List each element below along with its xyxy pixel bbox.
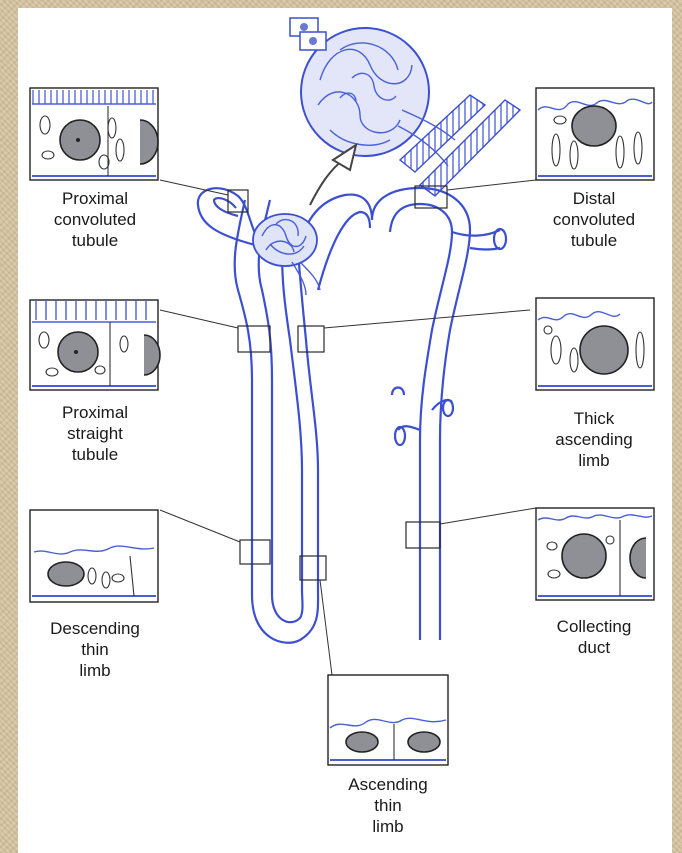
cell-panel-distal-convoluted [536,88,654,180]
label-thick-ascending-limb: Thick ascending limb [530,408,658,471]
label-proximal-straight-tubule: Proximal straight tubule [30,402,160,465]
cell-panel-descending-thin [30,510,158,602]
cell-panel-proximal-straight [30,300,160,390]
label-proximal-convoluted-tubule: Proximal convoluted tubule [30,188,160,251]
cell-panel-thick-ascending [536,298,654,390]
glomerulus-enlarged [290,18,520,205]
leader-lines [160,180,536,675]
cell-panel-ascending-thin [328,675,448,765]
label-descending-thin-limb: Descending thin limb [24,618,166,681]
label-distal-convoluted-tubule: Distal convoluted tubule [530,188,658,251]
label-collecting-duct: Collecting duct [530,616,658,658]
label-ascending-thin-limb: Ascending thin limb [320,774,456,837]
nephron-tubule [198,188,506,643]
cell-panel-collecting-duct [536,508,654,600]
cell-panel-proximal-convoluted [30,88,158,180]
glomerulus-small [253,214,320,295]
